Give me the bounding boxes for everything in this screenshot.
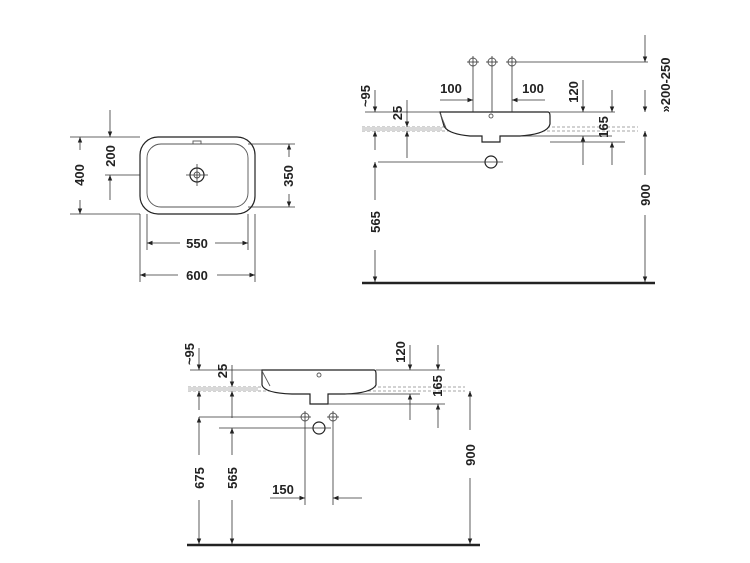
- tap-connectors-bottom-icon: [299, 411, 339, 423]
- dim-top-100-left: 100: [440, 81, 462, 96]
- dim-bottom-150: 150: [272, 482, 294, 497]
- overflow-icon: [192, 140, 202, 145]
- dim-plan-550: 550: [186, 236, 208, 251]
- plan-view: 400 200 350 550 600: [70, 110, 296, 283]
- dim-top-100-right: 100: [522, 81, 544, 96]
- dim-bottom-165: 165: [430, 375, 445, 397]
- dim-top-200-250: »200-250: [658, 58, 673, 113]
- dim-top-900: 900: [638, 184, 653, 206]
- side-view-top: 100 100 ~95 25 565 120 165 »200-250: [358, 35, 673, 285]
- dim-top-120: 120: [566, 81, 581, 103]
- dim-bottom-900: 900: [463, 444, 478, 466]
- dim-top-25: 25: [390, 106, 405, 120]
- dim-top-565: 565: [368, 211, 383, 233]
- dim-top-95: ~95: [358, 85, 373, 107]
- dim-plan-200: 200: [103, 145, 118, 167]
- dim-bottom-120: 120: [393, 341, 408, 363]
- dim-plan-400: 400: [72, 164, 87, 186]
- dim-plan-350: 350: [281, 165, 296, 187]
- tap-connectors-icon: [467, 56, 518, 68]
- dim-bottom-95: ~95: [182, 343, 197, 365]
- dim-bottom-675: 675: [192, 467, 207, 489]
- side-view-bottom: ~95 25 675 565 150 120 165 900: [182, 341, 480, 547]
- basin-profile-top: [439, 111, 551, 143]
- dim-plan-600: 600: [186, 268, 208, 283]
- dim-bottom-25: 25: [215, 364, 230, 378]
- dim-bottom-565: 565: [225, 467, 240, 489]
- basin-profile-bottom: [261, 369, 377, 405]
- dim-top-165: 165: [596, 116, 611, 138]
